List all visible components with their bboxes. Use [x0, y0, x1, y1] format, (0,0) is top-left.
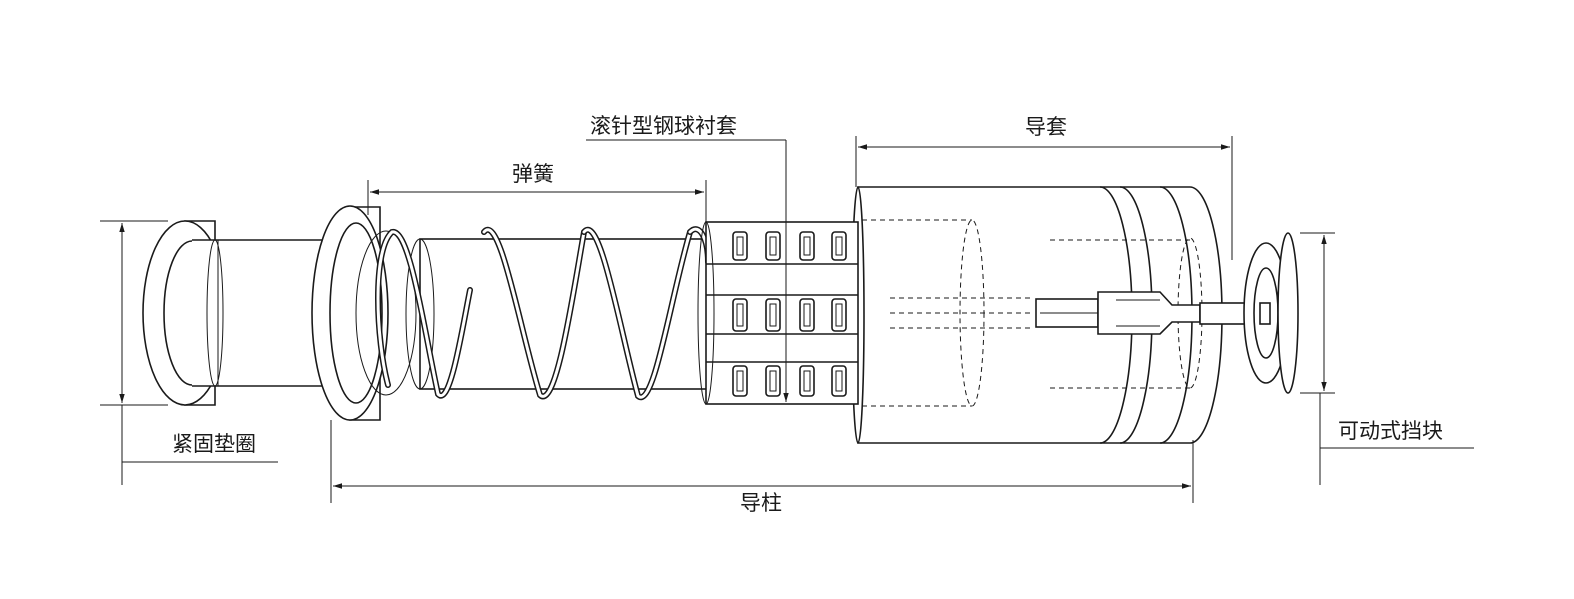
label-washer: 紧固垫圈 [172, 432, 256, 456]
label-needle-bushing: 滚针型钢球衬套 [590, 114, 737, 138]
dimension-spring [367, 180, 707, 222]
needle-rollers [732, 231, 847, 397]
label-guide-post: 导柱 [740, 491, 782, 515]
label-guide-bushing: 导套 [1025, 115, 1067, 139]
needle-bushing [697, 221, 859, 405]
movable-stopper [1243, 232, 1299, 394]
label-stopper: 可动式挡块 [1338, 419, 1443, 443]
dimension-stopper [1300, 232, 1474, 485]
fastening-washer [142, 220, 331, 406]
guide-post-flange [311, 205, 417, 421]
spring [375, 226, 711, 401]
dimension-guide-post [330, 420, 1194, 503]
dimension-guide-bushing [855, 136, 1233, 260]
label-spring: 弹簧 [512, 162, 554, 186]
dimension-needle-bushing [586, 139, 789, 402]
inner-pin [1035, 291, 1269, 335]
dimension-washer [100, 220, 278, 485]
